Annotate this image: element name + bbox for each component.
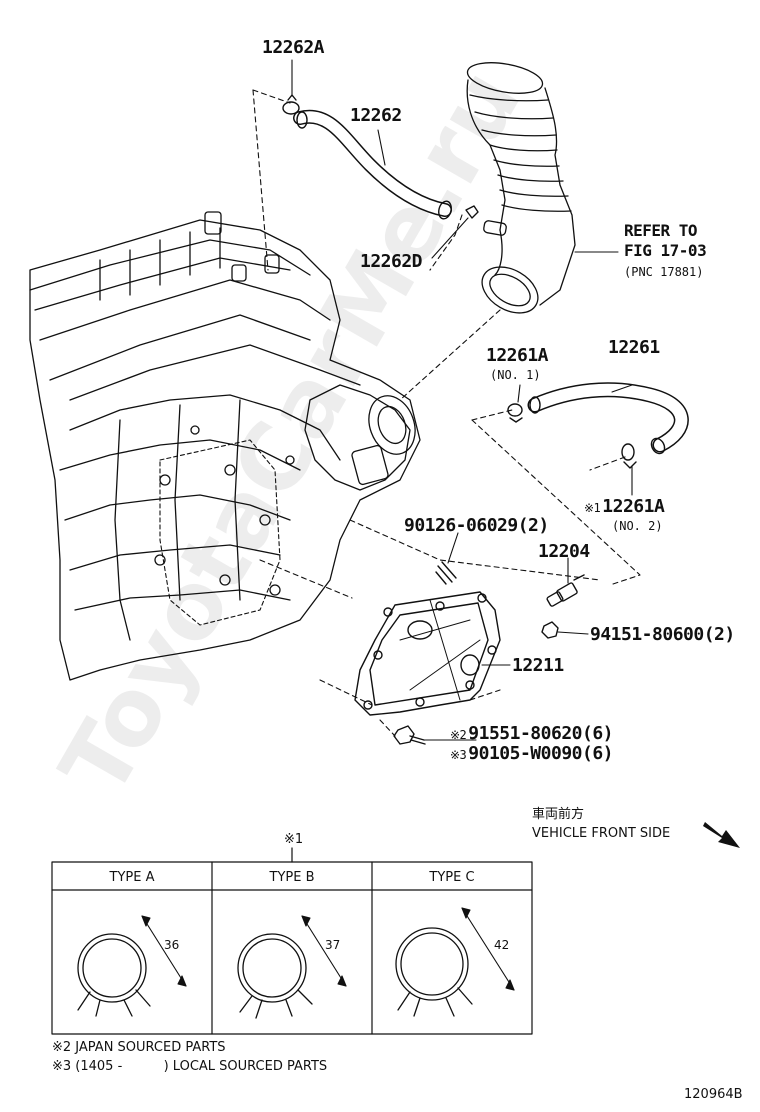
note-3: ※3 (1405 - ) LOCAL SOURCED PARTS	[52, 1059, 328, 1074]
label-12211: 12211	[512, 655, 564, 676]
mark-3: ※3	[450, 748, 467, 762]
vehicle-front-jp: 車両前方	[532, 807, 585, 822]
label-12261A-no1-note: (NO. 1)	[490, 368, 541, 382]
nut-94151	[541, 621, 559, 639]
table-mark: ※1	[284, 832, 304, 847]
vehicle-front-arrow-shape	[703, 822, 740, 848]
mark-2: ※2	[450, 728, 467, 742]
vehicle-front-en: VEHICLE FRONT SIDE	[532, 826, 671, 841]
dim-type-c: 42	[494, 938, 510, 952]
note-2: ※2 JAPAN SOURCED PARTS	[52, 1040, 226, 1055]
label-12261: 12261	[608, 337, 660, 358]
clip-12262D	[465, 205, 479, 219]
table-header-type-c: TYPE C	[429, 870, 475, 885]
clamp-type-table-lines	[51, 847, 533, 1035]
label-12262: 12262	[350, 105, 402, 126]
inlet-plate-12211	[354, 591, 501, 716]
dim-type-a: 36	[164, 938, 180, 952]
intake-duct	[466, 62, 576, 314]
label-refer-pnc: (PNC 17881)	[624, 265, 704, 279]
label-12262A: 12262A	[262, 37, 325, 58]
table-header-type-b: TYPE B	[269, 870, 315, 885]
bolt-91551	[393, 725, 426, 745]
label-90126: 90126-06029(2)	[404, 515, 549, 536]
label-refer-to: REFER TO	[624, 221, 698, 240]
assembly-dashed-lines	[252, 89, 641, 737]
clip-12261A-no2	[621, 443, 635, 461]
label-12261A-no2-text: 12261A	[602, 496, 665, 517]
dim-type-b: 37	[325, 938, 341, 952]
label-12204: 12204	[538, 541, 590, 562]
label-12261A-no1: 12261A	[486, 345, 549, 366]
hose-12261	[527, 382, 689, 455]
label-94151: 94151-80600(2)	[590, 624, 735, 645]
gasket-dashed-outline	[159, 439, 281, 626]
clip-12262A	[282, 101, 300, 115]
table-header-type-a: TYPE A	[109, 870, 155, 885]
mark-1: ※1	[584, 501, 601, 515]
clamp-rings	[77, 927, 473, 1019]
label-12261A-no2-note: (NO. 2)	[612, 519, 663, 533]
hose-12262	[293, 109, 452, 220]
sensor-12204	[546, 574, 585, 607]
label-90105-text: 90105-W0090(6)	[468, 743, 613, 764]
dimension-arrows	[141, 907, 515, 991]
label-91551-text: 91551-80620(6)	[468, 723, 613, 744]
leader-lines	[291, 59, 633, 741]
engine-block	[29, 211, 421, 681]
label-12262D: 12262D	[360, 251, 423, 272]
stud-90126	[435, 561, 457, 585]
label-refer-fig: FIG 17-03	[624, 241, 707, 260]
diagram-code: 120964B	[684, 1087, 743, 1102]
clip-12261A-no1	[507, 403, 523, 417]
